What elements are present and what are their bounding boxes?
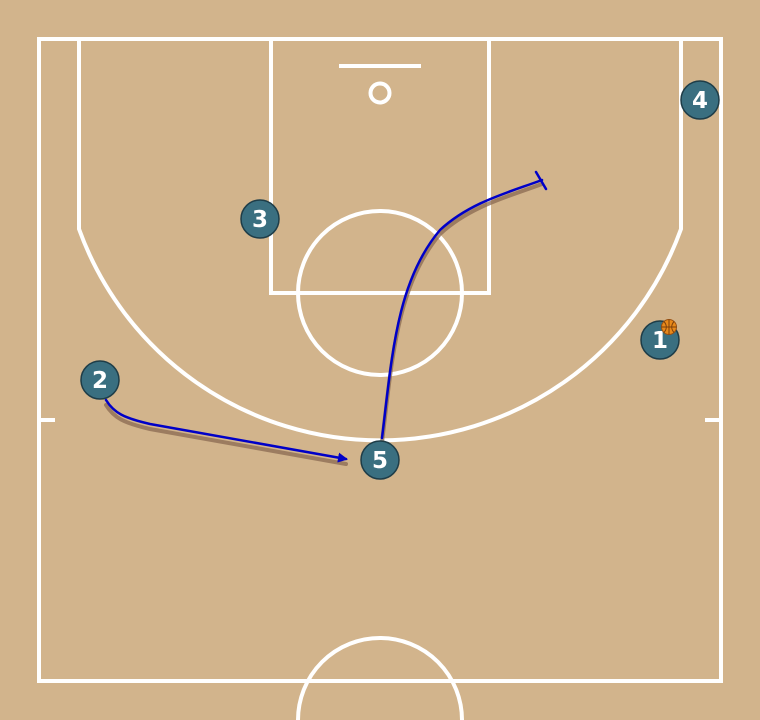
player-5[interactable]: 5 (360, 440, 400, 480)
basketball-icon (661, 319, 677, 335)
player-4[interactable]: 4 (680, 80, 720, 120)
player-1-label: 1 (652, 328, 668, 354)
court-boundary (37, 37, 723, 683)
player-2-label: 2 (92, 368, 108, 394)
pass-line-shadow (104, 403, 348, 466)
movement-paths (104, 170, 548, 466)
cut-line (380, 178, 544, 440)
pass-line (104, 398, 348, 463)
player-3[interactable]: 3 (240, 199, 280, 239)
cut-line-shadow (380, 182, 544, 444)
player-5-marker (360, 440, 400, 480)
screen-bar-icon (534, 170, 548, 191)
player-3-marker (240, 199, 280, 239)
hoop (368, 81, 392, 105)
free-throw-circle (296, 209, 464, 377)
player-2[interactable]: 2 (80, 360, 120, 400)
player-2-marker (80, 360, 120, 400)
paint-key (269, 37, 491, 295)
players: 1 2 3 4 5 (80, 80, 720, 480)
three-point-line (77, 39, 683, 443)
player-4-marker (680, 80, 720, 120)
court-lines (37, 37, 723, 720)
player-3-label: 3 (252, 207, 268, 233)
player-5-label: 5 (372, 448, 388, 474)
center-circle (296, 636, 464, 720)
player-4-label: 4 (692, 88, 708, 114)
